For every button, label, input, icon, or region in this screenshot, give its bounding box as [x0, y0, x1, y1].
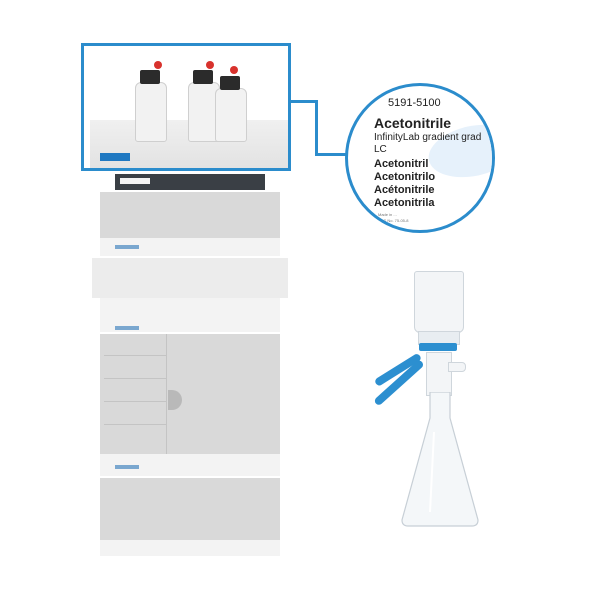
- pump-module: [100, 192, 280, 238]
- part-number: 5191-5100: [388, 97, 441, 109]
- module-tag: [115, 245, 139, 249]
- module-tag: [115, 326, 139, 330]
- detector-module: [100, 478, 280, 540]
- cap-indicator-red: [206, 61, 214, 69]
- leader-line: [291, 100, 316, 103]
- connector-strip: [115, 174, 265, 190]
- product-title: Acetonitrile: [374, 115, 452, 131]
- name-translation: Acetonitrila: [374, 197, 435, 209]
- door-handle: [168, 390, 182, 410]
- filtration-flask: [401, 392, 479, 527]
- module-divider: [100, 238, 280, 256]
- connector-label: [120, 178, 150, 184]
- solvent-bottle: [135, 82, 167, 142]
- brand-tag: [100, 153, 130, 161]
- clamp-ring: [419, 343, 457, 351]
- zoom-circle: 5191-5100 Acetonitrile InfinityLab gradi…: [345, 83, 495, 233]
- product-subtitle-2: LC: [374, 144, 387, 155]
- column-compartment: [100, 334, 280, 454]
- funnel-reservoir: [414, 271, 464, 333]
- leader-line: [315, 153, 348, 156]
- module-base: [100, 540, 280, 556]
- fine-print: Made in ...: [378, 212, 397, 217]
- product-subtitle: InfinityLab gradient grad: [374, 132, 482, 143]
- autosampler-module: [92, 258, 288, 298]
- bottle-cap: [140, 70, 160, 84]
- module-tag: [115, 465, 139, 469]
- name-translation: Acetonitril: [374, 158, 429, 170]
- solvent-bottle: [215, 88, 247, 142]
- cap-indicator-red: [154, 61, 162, 69]
- leader-line: [315, 100, 318, 155]
- bottle-cap: [220, 76, 240, 90]
- name-translation: Acetonitrilo: [374, 171, 436, 183]
- module-divider: [100, 454, 280, 476]
- cap-indicator-red: [230, 66, 238, 74]
- fine-print: CAS No. 75-05-8: [378, 218, 409, 223]
- name-translation: Acétonitrile: [374, 184, 435, 196]
- bottle-cap: [193, 70, 213, 84]
- highlight-box: [81, 43, 291, 171]
- vacuum-side-arm: [448, 362, 466, 372]
- filter-adapter: [426, 352, 452, 396]
